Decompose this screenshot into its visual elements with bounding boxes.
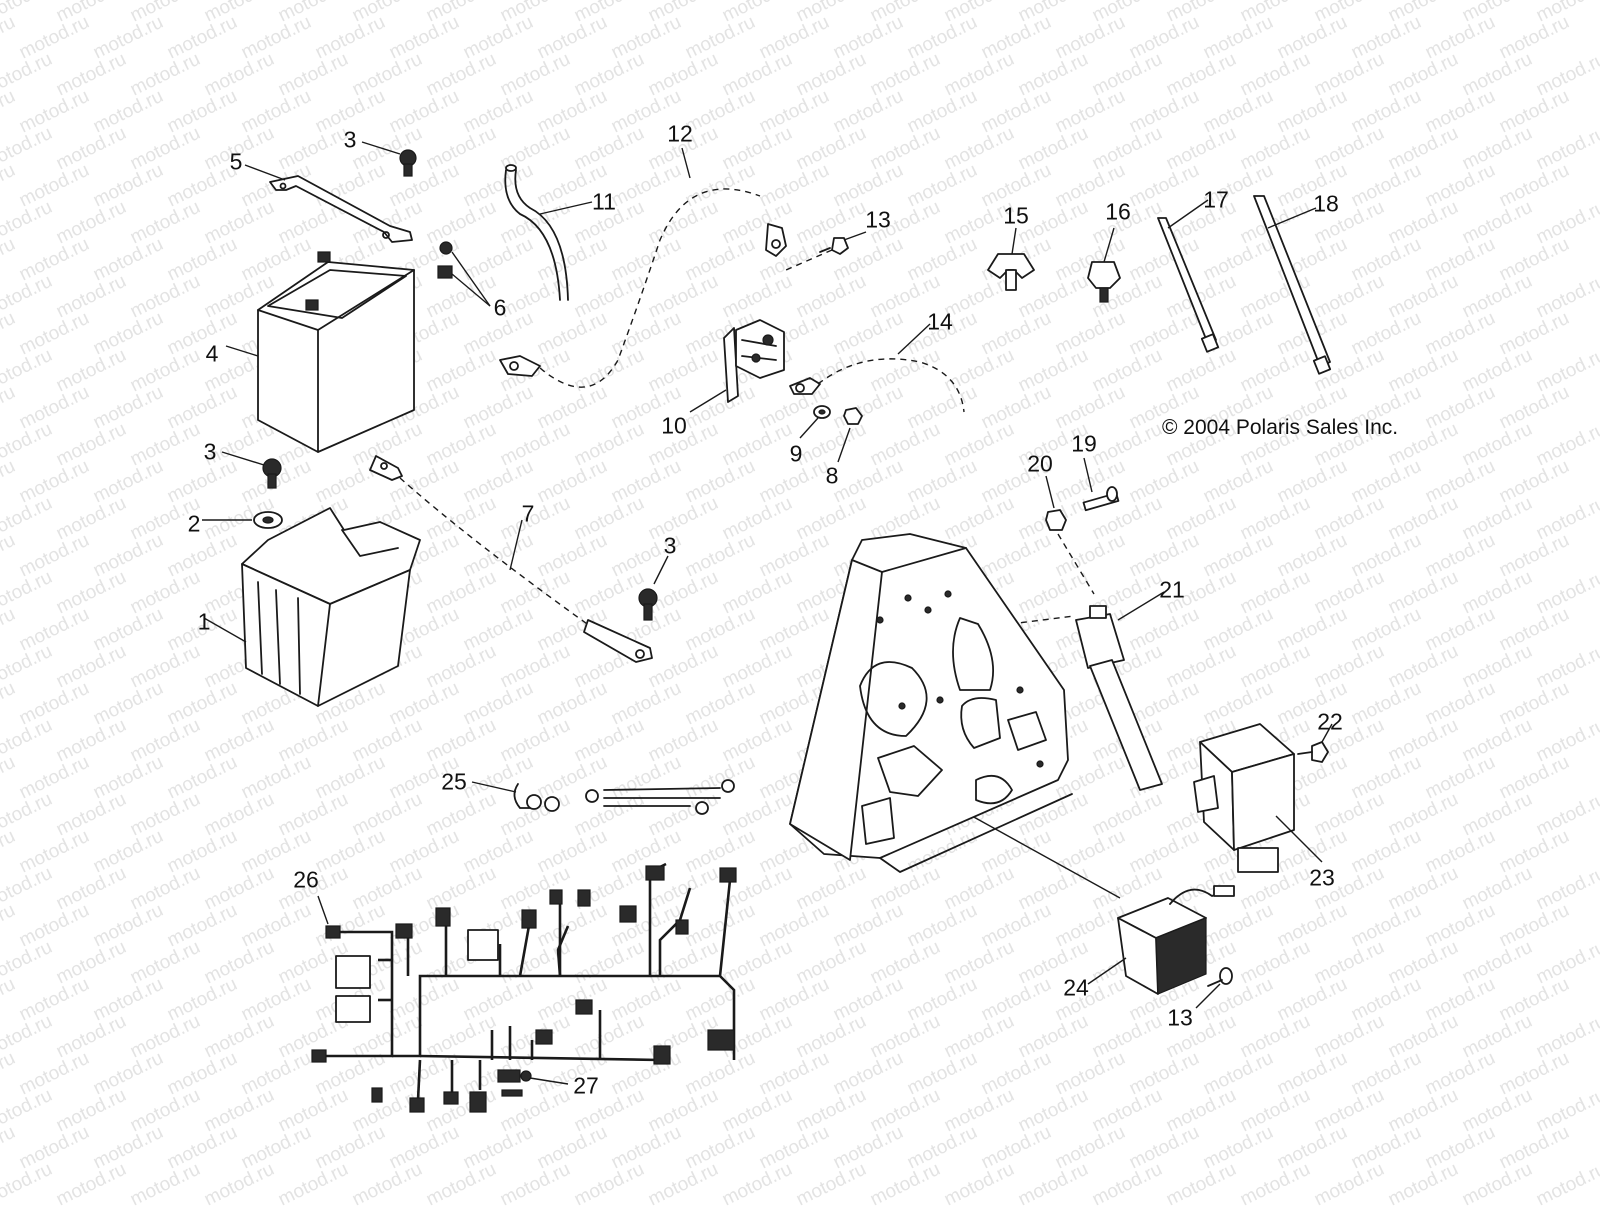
callout-9: 9 — [789, 440, 803, 467]
part-nut — [1045, 475, 1067, 531]
callout-10: 10 — [661, 412, 687, 439]
callout-27: 27 — [573, 1072, 599, 1099]
part-bolt — [361, 141, 417, 177]
callout-3: 3 — [203, 438, 217, 465]
part-battery — [225, 251, 415, 453]
callout-14: 14 — [927, 308, 953, 335]
callout-6: 6 — [493, 294, 507, 321]
callout-17: 17 — [1203, 186, 1229, 213]
callout-2: 2 — [187, 510, 201, 537]
part-ground-cable — [369, 455, 653, 663]
part-cable — [789, 323, 965, 413]
part-wire-leads — [471, 779, 735, 815]
callout-22: 22 — [1317, 708, 1343, 735]
part-screw — [1297, 723, 1333, 763]
callout-12: 12 — [667, 120, 693, 147]
callout-20: 20 — [1027, 450, 1053, 477]
part-washer — [799, 405, 831, 439]
part-cable-tie — [1157, 199, 1220, 353]
callout-1: 1 — [197, 608, 211, 635]
part-solenoid-cable — [499, 147, 787, 388]
part-bolt — [221, 451, 282, 489]
part-cable — [504, 164, 593, 301]
callout-11: 11 — [592, 188, 616, 215]
callout-8: 8 — [825, 462, 839, 489]
callout-21: 21 — [1159, 576, 1185, 603]
callout-3: 3 — [343, 126, 357, 153]
callout-3: 3 — [663, 532, 677, 559]
callout-26: 26 — [293, 866, 319, 893]
part-bolt — [1082, 457, 1120, 512]
part-nut — [837, 407, 863, 463]
part-main-harness — [311, 862, 737, 1113]
callout-16: 16 — [1105, 198, 1131, 225]
part-mounting-panel — [789, 533, 1073, 873]
callout-18: 18 — [1313, 190, 1339, 217]
callout-23: 23 — [1309, 864, 1335, 891]
part-screw — [1195, 967, 1233, 1009]
part-clip — [987, 227, 1035, 291]
callout-15: 15 — [1003, 202, 1029, 229]
callout-4: 4 — [205, 340, 219, 367]
part-washer — [202, 511, 283, 529]
part-bolt — [638, 555, 669, 621]
part-solenoid — [689, 319, 785, 413]
part-mounting-post — [1075, 591, 1165, 791]
part-control-module — [1193, 723, 1323, 873]
callout-13: 13 — [1167, 1004, 1193, 1031]
part-voltage-regulator — [1087, 885, 1235, 995]
part-cable-tie — [1253, 195, 1332, 375]
part-battery-bracket — [244, 164, 413, 243]
callout-13: 13 — [865, 206, 891, 233]
part-screw — [785, 231, 867, 271]
part-clip — [1087, 227, 1121, 303]
callout-5: 5 — [229, 148, 243, 175]
callout-24: 24 — [1063, 974, 1089, 1001]
callout-25: 25 — [441, 768, 467, 795]
copyright-notice: © 2004 Polaris Sales Inc. — [1162, 416, 1399, 439]
callout-19: 19 — [1071, 430, 1097, 457]
part-battery-box — [203, 507, 421, 707]
part-terminal-hardware — [437, 241, 491, 307]
callout-7: 7 — [521, 500, 535, 527]
